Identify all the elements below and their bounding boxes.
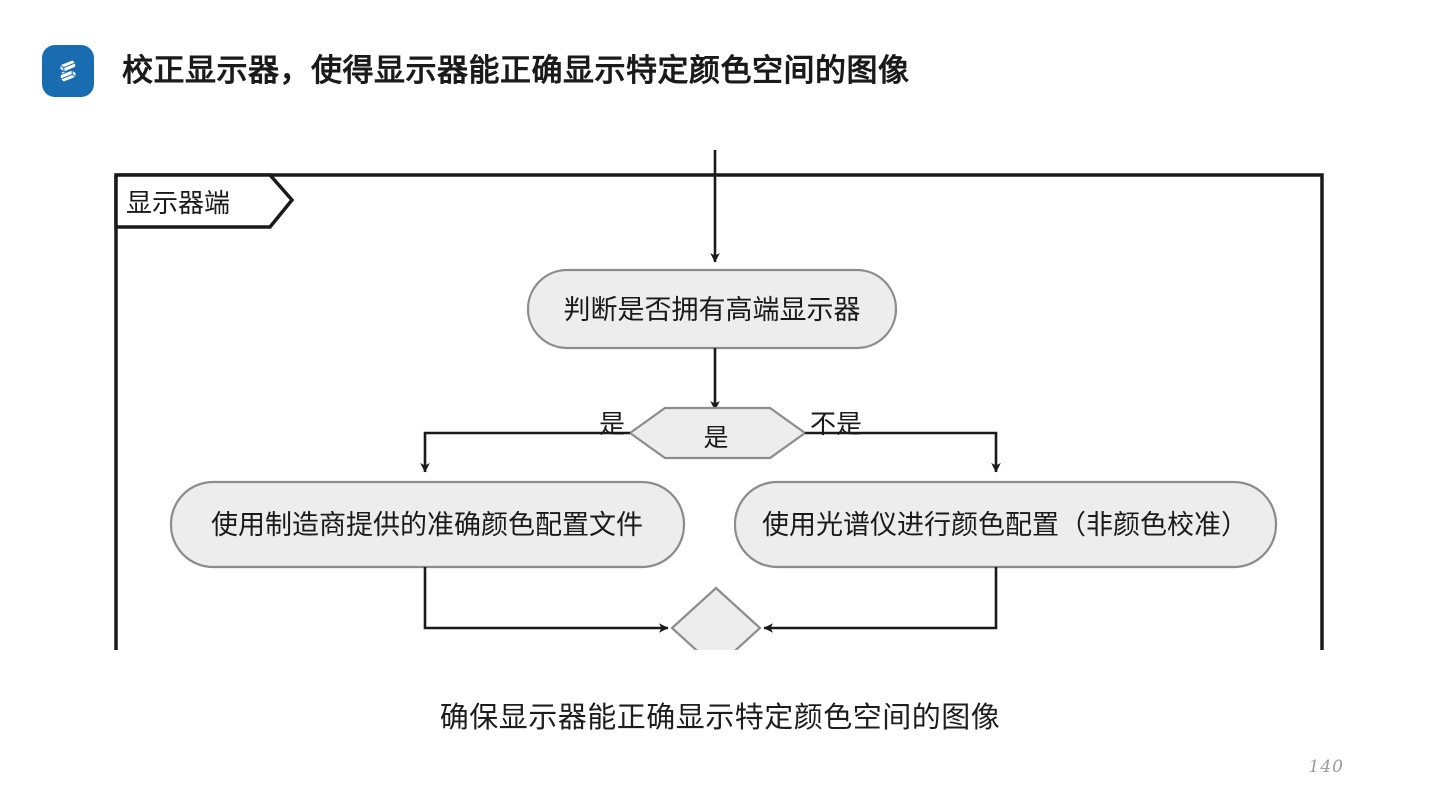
- page-number: 140: [1308, 757, 1344, 777]
- brand-s-logo-icon: [42, 45, 94, 97]
- node-left-action-label: 使用制造商提供的准确颜色配置文件: [211, 510, 643, 540]
- frame-label: 显示器端: [126, 188, 230, 218]
- edge-label-no: 不是: [810, 409, 862, 439]
- edge-left-to-merge: [423, 567, 669, 633]
- flowchart-container: 显示器端 判断是否拥有高端显示器 是 是 不是 使用制造商提供的准确颜色配置文件: [0, 150, 1440, 650]
- node-right-action[interactable]: 使用光谱仪进行颜色配置（非颜色校准）: [733, 480, 1278, 569]
- node-merge[interactable]: [670, 586, 762, 650]
- edge-yes-path: [420, 431, 630, 473]
- edge-right-to-merge: [763, 567, 998, 633]
- node-check[interactable]: 判断是否拥有高端显示器: [526, 268, 898, 350]
- slide-header: 校正显示器，使得显示器能正确显示特定颜色空间的图像: [0, 0, 1440, 130]
- node-check-label: 判断是否拥有高端显示器: [564, 295, 861, 325]
- flowchart-svg: 显示器端 判断是否拥有高端显示器 是 是 不是 使用制造商提供的准确颜色配置文件: [114, 150, 1324, 650]
- node-right-action-label: 使用光谱仪进行颜色配置（非颜色校准）: [762, 510, 1248, 540]
- node-left-action[interactable]: 使用制造商提供的准确颜色配置文件: [169, 480, 686, 569]
- slide-caption: 确保显示器能正确显示特定颜色空间的图像: [439, 702, 1001, 734]
- edge-no-path: [805, 431, 1001, 473]
- edge-label-yes: 是: [599, 409, 625, 439]
- node-decision[interactable]: 是: [628, 406, 807, 460]
- frame-partition: 显示器端: [114, 173, 1324, 650]
- page-title: 校正显示器，使得显示器能正确显示特定颜色空间的图像: [122, 53, 910, 88]
- node-decision-label: 是: [703, 424, 728, 452]
